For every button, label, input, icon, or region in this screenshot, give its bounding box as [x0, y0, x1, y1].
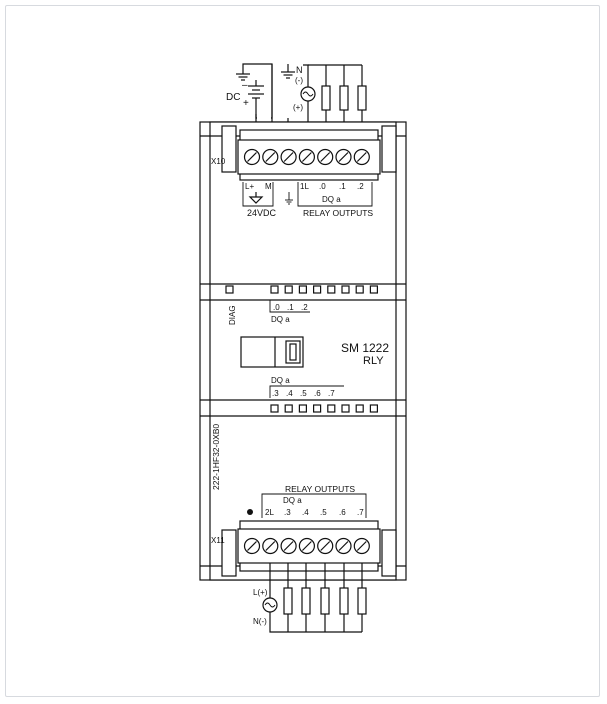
terminal-label-2: .2 — [357, 182, 364, 191]
top-connector-label: X10 — [211, 157, 226, 166]
top-led-8 — [369, 285, 378, 294]
ac-bottom-neutral-label: N(-) — [253, 617, 267, 626]
top-terminal-screw-slot-2 — [265, 152, 276, 162]
top-led-5 — [327, 285, 336, 294]
bottom-wiring — [262, 563, 367, 633]
bottom-led-8 — [369, 404, 378, 413]
ac-bottom-line-label: L(+) — [253, 588, 268, 597]
module-name: SM 1222 — [341, 341, 389, 355]
terminal-label-1L: 1L — [300, 182, 309, 191]
bottom-led-4 — [313, 404, 322, 413]
terminal-label-M: M — [265, 182, 272, 191]
ground-symbol-top-left — [236, 66, 250, 81]
diag-led — [225, 285, 234, 294]
module-type: RLY — [363, 355, 384, 367]
led-tick-2: .2 — [301, 303, 308, 312]
terminal-label-3: .3 — [284, 508, 291, 517]
top-led-2 — [284, 285, 293, 294]
bottom-led-7 — [355, 404, 364, 413]
ac-neutral-label: N — [296, 65, 303, 75]
top-terminal-screw-slot-5 — [320, 152, 331, 162]
diag-label: DIAG — [228, 305, 237, 325]
led-indicators-bottom — [270, 404, 378, 413]
top-outputs-label: RELAY OUTPUTS — [303, 208, 373, 218]
bottom-terminal-screw-slot-4 — [301, 541, 312, 551]
terminal-label-1: .1 — [339, 182, 346, 191]
bottom-terminal-labels-group — [261, 493, 367, 518]
top-led-7 — [355, 285, 364, 294]
top-power-label: 24VDC — [247, 208, 277, 218]
terminal-label-L+: L+ — [245, 182, 254, 191]
bottom-terminal-screw-slot-2 — [265, 541, 276, 551]
bottom-led-5 — [327, 404, 336, 413]
dc-source-symbol — [248, 80, 264, 114]
led-tick-0: .0 — [273, 303, 280, 312]
terminal-label-7: .7 — [357, 508, 364, 517]
terminal-label-5: .5 — [320, 508, 327, 517]
dc-label: DC — [226, 92, 240, 103]
led-indicators-top — [270, 285, 378, 294]
bottom-terminal-labels: 2L .3 .4 .5 .6 .7 — [265, 508, 364, 517]
top-led-1 — [270, 285, 279, 294]
dc-plus-label: + — [243, 98, 249, 109]
bottom-led-3 — [298, 404, 307, 413]
bottom-terminal-screws — [243, 537, 370, 555]
bottom-terminal-screw-slot-5 — [320, 541, 331, 551]
bottom-connector — [221, 520, 397, 577]
top-terminal-screw-slot-1 — [247, 152, 257, 162]
bottom-terminal-screw-slot-7 — [356, 541, 367, 551]
top-terminal-screw-slot-7 — [356, 152, 367, 162]
part-number: 222-1HF32-0XB0 — [211, 424, 221, 490]
terminal-label-6: .6 — [339, 508, 346, 517]
top-group-label: DQ a — [322, 195, 341, 204]
top-led-6 — [341, 285, 350, 294]
led-tick-6: .6 — [314, 389, 321, 398]
ac-line-sign: (+) — [293, 103, 303, 112]
top-terminal-screw-slot-4 — [301, 152, 312, 162]
ground-symbol-top-right — [281, 64, 295, 79]
led-bottom-ticks: .3 .4 .5 .6 .7 — [269, 385, 344, 398]
top-led-4 — [313, 285, 322, 294]
terminal-label-2L: 2L — [265, 508, 274, 517]
bottom-led-6 — [341, 404, 350, 413]
ac-neutral-sign: (-) — [295, 76, 303, 85]
top-terminal-screw-slot-6 — [338, 152, 349, 162]
bottom-terminal-screw-slot-3 — [283, 541, 294, 551]
top-terminal-screw-slot-3 — [283, 152, 294, 162]
bottom-connector-dot — [247, 509, 253, 515]
bottom-terminal-screw-slot-6 — [338, 541, 349, 551]
bottom-outputs-label: RELAY OUTPUTS — [285, 484, 355, 494]
bottom-led-1 — [270, 404, 279, 413]
led-tick-3: .3 — [272, 389, 279, 398]
top-terminal-screws — [243, 148, 370, 166]
led-row-top — [225, 285, 378, 294]
led-tick-5: .5 — [300, 389, 307, 398]
led-group-top-label: DQ a — [271, 315, 290, 324]
led-tick-1: .1 — [287, 303, 294, 312]
dc-minus-label: – — [242, 80, 248, 91]
relay-loads-bottom — [283, 563, 367, 632]
bottom-group-label: DQ a — [283, 496, 302, 505]
top-terminal-labels: L+ M 1L .0 .1 .2 — [245, 182, 364, 191]
top-connector — [221, 125, 397, 181]
front-latch — [240, 336, 304, 368]
led-top-ticks: .0 .1 .2 — [269, 300, 310, 313]
terminal-label-4: .4 — [302, 508, 309, 517]
bottom-led-2 — [284, 404, 293, 413]
led-group-bottom-label: DQ a — [271, 376, 290, 385]
bottom-connector-label: X11 — [211, 536, 225, 545]
led-tick-7: .7 — [328, 389, 335, 398]
bottom-terminal-screw-slot-1 — [247, 541, 257, 551]
top-led-3 — [298, 285, 307, 294]
top-power-bracket — [242, 182, 373, 207]
led-tick-4: .4 — [286, 389, 293, 398]
terminal-label-0: .0 — [319, 182, 326, 191]
